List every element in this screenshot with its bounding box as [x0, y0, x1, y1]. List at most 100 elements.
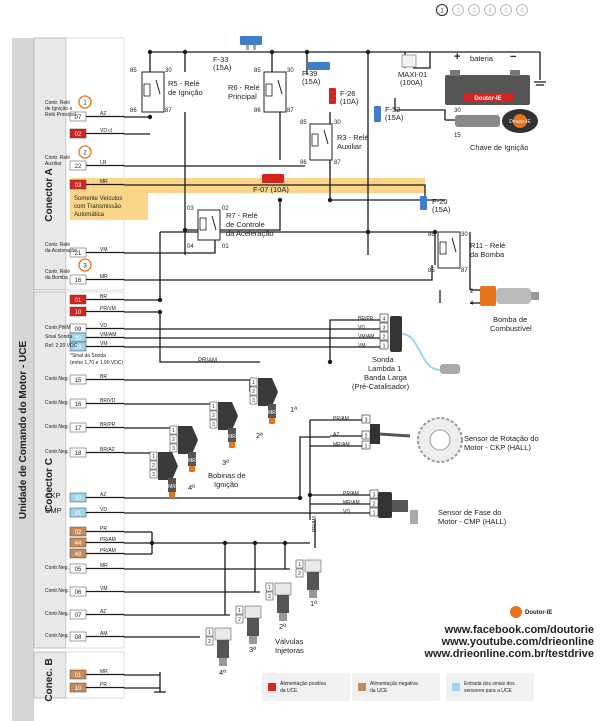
svg-text:2: 2: [83, 151, 87, 157]
cmp-wire-color: VD: [343, 509, 350, 515]
fuse-f07: F-07 (10A): [253, 174, 289, 194]
conn-c-pin-desc: Contr.Neg.: [45, 611, 69, 617]
link-facebook[interactable]: www.facebook.com/doutorie: [444, 624, 594, 636]
conn-c-wire-color: BR/VD: [100, 398, 116, 404]
coil-pin-number: 3: [252, 398, 255, 404]
conn-a-pin-desc: Contr. Relé: [45, 242, 70, 248]
link-youtube[interactable]: www.youtube.com/drieonline: [441, 636, 594, 648]
conn-a-pin-desc: da Aceleração: [45, 248, 77, 254]
probe-note-line-2: (entre 1,70 e 1,90 VDC): [70, 360, 123, 366]
ckp-pin-number: 1: [365, 444, 368, 450]
svg-text:Motor - CKP (HALL): Motor - CKP (HALL): [464, 443, 531, 452]
fuse-f20-rating: (15A): [432, 205, 451, 214]
conn-c-pin-desc: Contr.Neg.: [45, 588, 69, 594]
conn-b-pin-number: 10: [75, 686, 82, 692]
legend-line-2: sensores para a UCE: [464, 688, 512, 694]
fuse-f52-name: F-52: [385, 105, 400, 114]
page-nav-6[interactable]: 6: [516, 4, 528, 16]
cmp-label-1: Sensor de Fase do: [438, 508, 501, 517]
svg-text:1: 1: [83, 101, 87, 107]
svg-text:30: 30: [287, 68, 294, 74]
conn-c-pin-number: 02: [75, 530, 82, 536]
page-nav-3[interactable]: 3: [468, 4, 480, 16]
battery-minus: −: [510, 51, 516, 63]
coil-pin-number: 3: [172, 446, 175, 452]
conn-a-pin-number: 07: [75, 115, 82, 121]
conn-c-pin-desc: Contr.PWM: [45, 325, 71, 331]
relay-r3-label: R3 - Relé: [337, 133, 369, 142]
conn-c-pin-number: 17: [75, 426, 82, 432]
page-nav-2[interactable]: 2: [452, 4, 464, 16]
conn-c-pin-desc: Sinal Sonda: [45, 334, 72, 340]
conn-c-pin-desc: Contr.Neg.: [45, 565, 69, 571]
conn-c-wire-color: BR: [100, 294, 107, 300]
injector-pin-number: 2: [268, 594, 271, 600]
conn-c-pin-desc: Contr.Neg.: [45, 400, 69, 406]
conn-a-pin-number: 03: [75, 183, 82, 189]
cmp-pin-number: 2: [373, 502, 376, 508]
fuse-f26-name: F-26: [340, 89, 355, 98]
page-navigation[interactable]: 1 2 3 4 5 6: [436, 4, 528, 16]
relay-r7-label: R7 - Relé: [226, 211, 258, 220]
battery-brand: Doutor-IE: [474, 96, 501, 102]
conn-b-pin-10: 10 PR: [69, 682, 124, 693]
conn-c-wire-color: PR: [100, 526, 107, 532]
battery-plus: +: [454, 51, 460, 63]
svg-text:15: 15: [454, 133, 461, 139]
conn-c-pin-number: 29: [75, 345, 82, 351]
brand-name: Doutor-IE: [525, 610, 552, 616]
cmp-wire-color: MR/AM: [343, 500, 360, 506]
conn-c-pin-number: 08: [75, 635, 82, 641]
conn-c-pin-number: 44: [75, 541, 82, 547]
fuse-f33-rating: (15A): [213, 63, 232, 72]
injector-pin-number: 1: [238, 608, 241, 614]
svg-text:86: 86: [130, 108, 137, 114]
link-testdrive[interactable]: www.drieonline.com.br/testdrive: [424, 648, 594, 660]
connector-c-label: Conector C: [44, 458, 55, 512]
conn-a-wire-color: LR: [100, 160, 107, 166]
coil-order: 1ª: [290, 405, 297, 414]
coil-pin-number: 1: [252, 380, 255, 386]
fuse-f39-name: F-39: [302, 69, 317, 78]
injector-pin-number: 2: [238, 617, 241, 623]
ckp-pin-number: 3: [365, 418, 368, 424]
ckp-wire-color: AZ: [333, 432, 339, 438]
coil-order: 2ª: [256, 431, 263, 440]
conn-c-pin-desc: Contr.Neg.: [45, 633, 69, 639]
conn-c-wire-color: BR: [100, 374, 107, 380]
conn-a-pin-desc: Contr. Relé: [45, 100, 70, 106]
svg-text:da Aceleração: da Aceleração: [226, 229, 274, 238]
page-nav-5[interactable]: 5: [500, 4, 512, 16]
svg-text:Lambda 1: Lambda 1: [368, 364, 401, 373]
conn-c-wire-color: VM: [100, 586, 108, 592]
coil-pin-number: 2: [172, 437, 175, 443]
page-nav-4[interactable]: 4: [484, 4, 496, 16]
conn-a-pin-number: 16: [75, 278, 82, 284]
svg-text:da Bomba: da Bomba: [470, 250, 505, 259]
svg-text:4: 4: [470, 301, 474, 307]
note-line-3: Automática: [74, 212, 105, 218]
conn-b-wire-color: PR: [100, 682, 107, 688]
fuel-pump: 2 4 Bomba de Combustível: [470, 286, 539, 333]
conn-c-wire-color: VD: [100, 323, 107, 329]
page-nav-1[interactable]: 1: [436, 4, 448, 16]
injector-order: 4ª: [219, 668, 226, 677]
svg-text:85: 85: [428, 268, 435, 274]
svg-text:(Pré-Catalisador): (Pré-Catalisador): [352, 382, 410, 391]
conn-c-pin-number: 31: [75, 511, 82, 517]
conn-c-pin-number: 05: [75, 567, 82, 573]
injector-order: 1ª: [310, 599, 317, 608]
svg-text:86: 86: [428, 232, 435, 238]
svg-text:Banda Larga: Banda Larga: [364, 373, 408, 382]
relay-r6: 85 86 30 87 R6 - Relé Principal: [228, 68, 294, 114]
